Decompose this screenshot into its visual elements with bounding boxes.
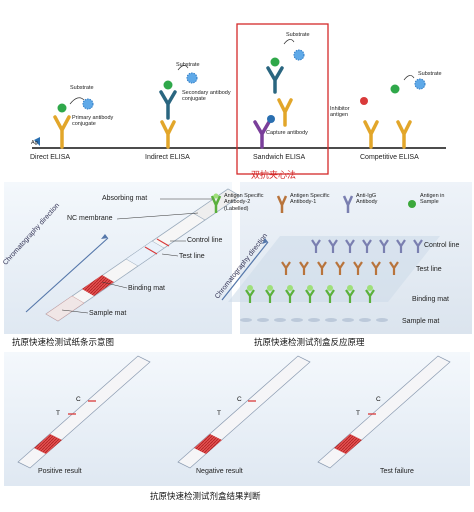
anti-igg-antibody bbox=[345, 239, 355, 253]
sample-mat-particles bbox=[240, 318, 388, 322]
test-line-label: Test line bbox=[179, 253, 205, 260]
legend-anti-igg: Anti-IgG Antibody bbox=[356, 193, 378, 206]
negative-t-mark: T bbox=[217, 410, 221, 417]
indirect-elisa-title: Indirect ELISA bbox=[145, 154, 190, 161]
sample-particle bbox=[359, 318, 371, 322]
principle-binding-label: Binding mat bbox=[412, 296, 449, 303]
direct-substrate-label: Substrate bbox=[70, 85, 94, 91]
positive-result-label: Positive result bbox=[38, 468, 82, 475]
sandwich-caption: 双抗夹心法 bbox=[251, 171, 297, 181]
failure-c-mark: C bbox=[376, 396, 381, 403]
positive-t-mark: T bbox=[56, 410, 60, 417]
labelled-antibody bbox=[305, 289, 315, 303]
legend-antibody-1: Antigen Specific Antibody-1 bbox=[290, 193, 330, 206]
negative-result-label: Negative result bbox=[196, 468, 243, 475]
label-particle bbox=[347, 285, 353, 291]
nc-membrane-label: NC membrane bbox=[67, 215, 113, 222]
control-line-label: Control line bbox=[187, 237, 223, 244]
capture-antibody bbox=[389, 261, 399, 275]
label-particle bbox=[287, 285, 293, 291]
capture-antibody bbox=[299, 261, 309, 275]
label-particle bbox=[247, 285, 253, 291]
sample-mat-label: Sample mat bbox=[89, 310, 127, 317]
indirect-substrate-label: Substrate bbox=[176, 62, 200, 68]
capture-antibody bbox=[353, 261, 363, 275]
sample-particle bbox=[257, 318, 269, 322]
anti-igg-antibody bbox=[311, 239, 321, 253]
anti-igg-antibody bbox=[413, 239, 423, 253]
anti-igg-antibody bbox=[396, 239, 406, 253]
capture-antibody bbox=[335, 261, 345, 275]
binding-mat-antibodies bbox=[245, 285, 375, 303]
labelled-antibody bbox=[285, 289, 295, 303]
labelled-antibody bbox=[265, 289, 275, 303]
competitive-antibody bbox=[360, 75, 426, 149]
labelled-antibody bbox=[245, 289, 255, 303]
negative-c-mark: C bbox=[237, 396, 242, 403]
anti-igg-antibody bbox=[379, 239, 389, 253]
competitive-substrate-label: Substrate bbox=[418, 71, 442, 77]
inhibitor-antigen-label: Inhibitor antigen bbox=[330, 106, 350, 119]
control-line-antibodies bbox=[311, 239, 423, 253]
sample-particle bbox=[308, 318, 320, 322]
results-caption: 抗原快速检测试剂盒结果判断 bbox=[150, 492, 261, 502]
capture-antibody bbox=[281, 261, 291, 275]
sample-particle bbox=[291, 318, 303, 322]
principle-sample-label: Sample mat bbox=[402, 318, 440, 325]
test-line-antibodies bbox=[281, 261, 399, 275]
labelled-antibody bbox=[345, 289, 355, 303]
absorbing-mat-label: Absorbing mat bbox=[102, 195, 148, 202]
anti-igg-antibody bbox=[328, 239, 338, 253]
capture-antibody-label: Capture antibody bbox=[266, 130, 308, 136]
labelled-antibody bbox=[365, 289, 375, 303]
principle-direction-arrow bbox=[221, 241, 269, 301]
label-particle bbox=[307, 285, 313, 291]
legend-antigen: Antigen in Sample bbox=[420, 193, 445, 206]
result-strip bbox=[317, 355, 451, 469]
result-strip bbox=[177, 355, 311, 469]
result-strip bbox=[17, 355, 151, 469]
primary-antibody-label: Primary antibody conjugate bbox=[72, 115, 114, 128]
strip-caption: 抗原快速检测试纸条示意图 bbox=[12, 338, 115, 348]
sample-particle bbox=[240, 318, 252, 322]
capture-antibody bbox=[371, 261, 381, 275]
label-particle bbox=[327, 285, 333, 291]
ag-label: Ag bbox=[31, 140, 38, 146]
sandwich-elisa-title: Sandwich ELISA bbox=[253, 154, 306, 161]
failure-t-mark: T bbox=[356, 410, 360, 417]
sample-particle bbox=[325, 318, 337, 322]
indirect-antibody bbox=[159, 65, 198, 149]
principle-caption: 抗原快速检测试剂盒反应原理 bbox=[254, 338, 365, 348]
labelled-antibody bbox=[325, 289, 335, 303]
sandwich-highlight-box bbox=[236, 23, 329, 175]
principle-legend-icons bbox=[210, 193, 416, 213]
strip-panel-bg bbox=[4, 182, 232, 334]
anti-igg-antibody bbox=[362, 239, 372, 253]
legend-antibody-2: Antigen Specific Antibody-2 (Labelled) bbox=[224, 193, 264, 212]
secondary-antibody-label: Secondary antibody conjugate bbox=[182, 90, 231, 103]
capture-antibody bbox=[317, 261, 327, 275]
sample-particle bbox=[274, 318, 286, 322]
binding-mat-label: Binding mat bbox=[128, 285, 165, 292]
direct-elisa-title: Direct ELISA bbox=[30, 154, 71, 161]
principle-strip bbox=[228, 236, 440, 302]
competitive-elisa-title: Competitive ELISA bbox=[360, 154, 419, 161]
principle-test-label: Test line bbox=[416, 266, 442, 273]
sample-particle bbox=[342, 318, 354, 322]
test-failure-label: Test failure bbox=[380, 468, 414, 475]
sandwich-substrate-label: Substrate bbox=[286, 32, 310, 38]
principle-control-label: Control line bbox=[424, 242, 460, 249]
sandwich-antibody bbox=[253, 39, 305, 149]
direct-antibody bbox=[34, 97, 94, 149]
label-particle bbox=[367, 285, 373, 291]
label-particle bbox=[267, 285, 273, 291]
sample-particle bbox=[376, 318, 388, 322]
positive-c-mark: C bbox=[76, 396, 81, 403]
